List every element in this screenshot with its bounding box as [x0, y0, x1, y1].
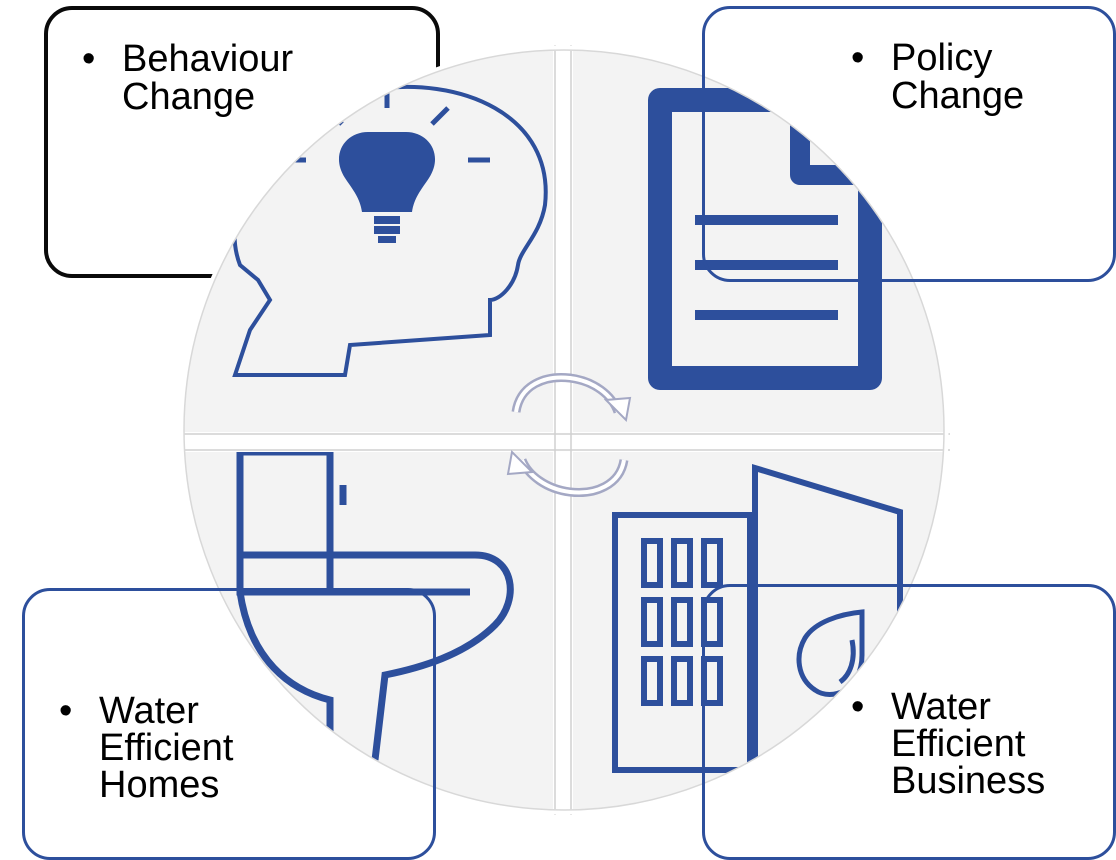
cycle-arrows-icon [506, 372, 632, 498]
vertical-divider [553, 40, 573, 820]
horizontal-divider [176, 432, 956, 452]
circle-rim [179, 45, 949, 815]
